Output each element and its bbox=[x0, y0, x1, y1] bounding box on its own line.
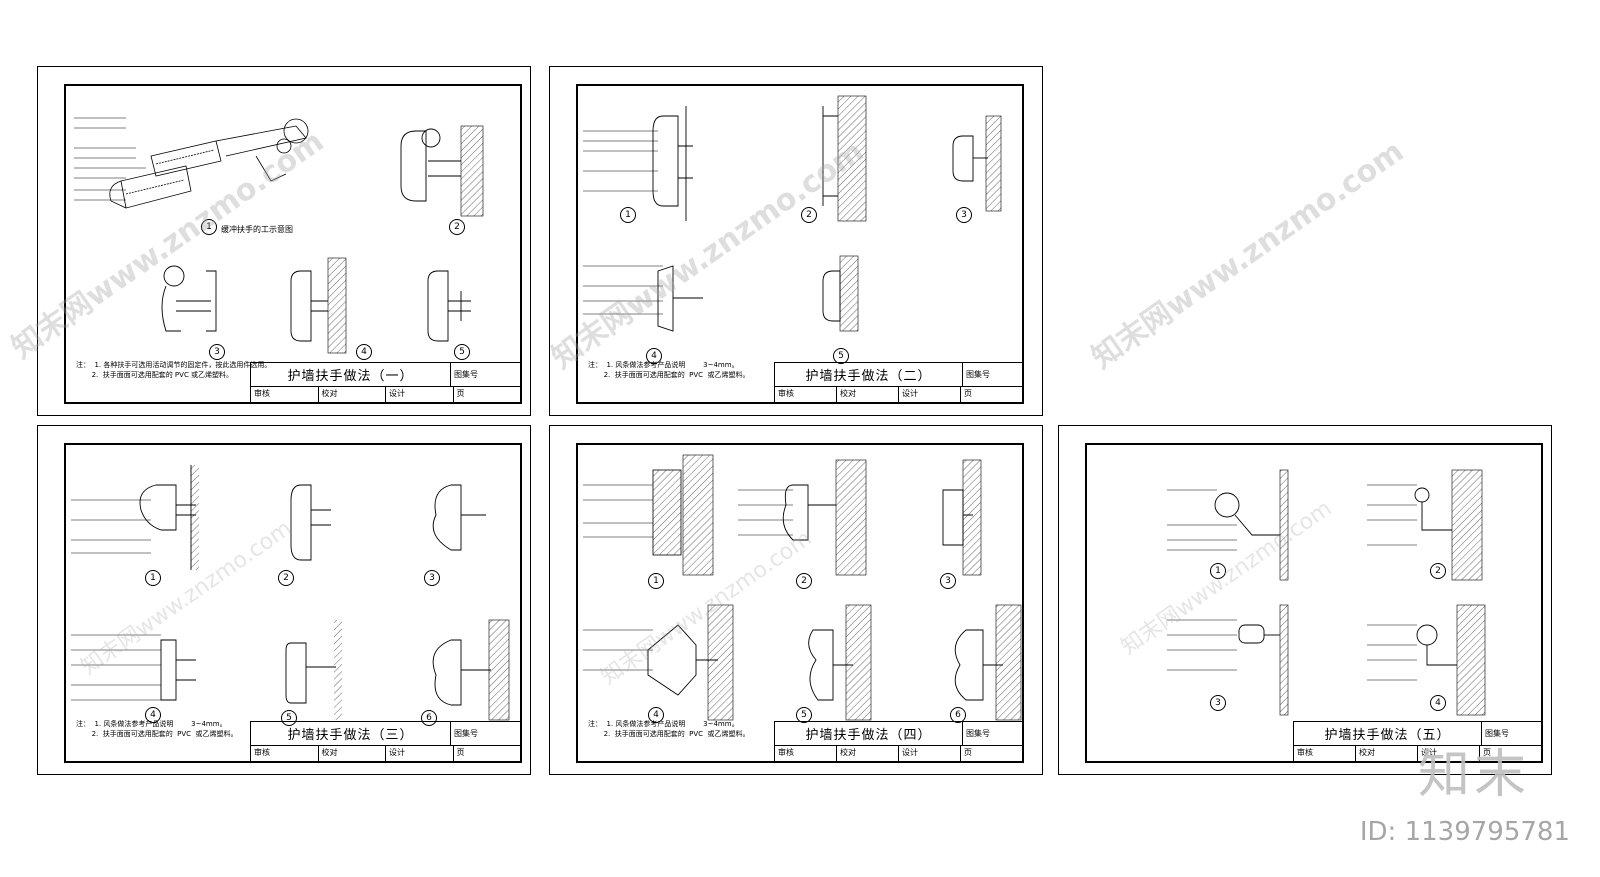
detail-number: 5 bbox=[454, 344, 470, 360]
detail-number: 3 bbox=[940, 573, 956, 589]
sign-cell: 设计 bbox=[386, 386, 454, 402]
sheet-notes: 注： 1. 风条做法参考产品说明 3~4mm。 2. 扶手面面可选用配套的 PV… bbox=[588, 720, 750, 738]
detail-drawings bbox=[71, 465, 510, 721]
detail-number: 6 bbox=[421, 710, 437, 726]
image-id-label: ID: 1139795781 bbox=[1359, 817, 1570, 847]
detail-number: 5 bbox=[796, 707, 812, 723]
signature-row: 审核 校对 设计 页 bbox=[1294, 745, 1541, 761]
sign-cell: 页 bbox=[964, 748, 972, 757]
sign-cell: 审核 bbox=[775, 386, 837, 402]
sheet-title: 护墙扶手做法（三） bbox=[251, 722, 451, 746]
sheet-title: 护墙扶手做法（四） bbox=[775, 722, 963, 746]
detail-number: 3 bbox=[424, 570, 440, 586]
title-block: 护墙扶手做法（五） 图集号 审核 校对 设计 页 bbox=[1293, 721, 1541, 761]
detail-number: 1 bbox=[1210, 563, 1226, 579]
detail-number: 4 bbox=[648, 707, 664, 723]
signature-row: 审核 校对 设计 页 bbox=[775, 745, 1022, 761]
sign-cell: 校对 bbox=[837, 745, 899, 761]
sign-cell: 设计 bbox=[899, 745, 961, 761]
detail-caption: 缓冲扶手的工示意图 bbox=[221, 225, 293, 234]
drawing-sheet-2: 1 2 3 4 5 注： 1. 风条做法参考产品说明 3~4mm。 2. 扶手面… bbox=[549, 66, 1043, 416]
detail-drawings bbox=[74, 117, 484, 354]
detail-number: 4 bbox=[1430, 695, 1446, 711]
sign-cell: 校对 bbox=[1356, 745, 1418, 761]
detail-drawings bbox=[583, 454, 1022, 721]
sheet-notes: 注： 1. 风条做法参考产品说明 3~4mm。 2. 扶手面面可选用配套的 PV… bbox=[76, 720, 238, 738]
drawing-number-label: 图集号 bbox=[1482, 722, 1541, 746]
detail-number: 3 bbox=[1210, 695, 1226, 711]
sign-cell: 页 bbox=[456, 748, 465, 757]
drawing-number-label: 图集号 bbox=[963, 363, 1022, 387]
sign-cell: 页 bbox=[456, 389, 465, 398]
detail-number: 4 bbox=[646, 348, 662, 364]
watermark-text: 知末网www.znzmo.com bbox=[1085, 133, 1411, 376]
drawing-sheet-4: 1 2 3 4 5 6 注： 1. 风条做法参考产品说明 3~4mm。 2. 扶… bbox=[549, 425, 1043, 775]
detail-number: 1 bbox=[648, 573, 664, 589]
drawing-number-label: 图集号 bbox=[451, 722, 520, 746]
detail-number: 1 bbox=[620, 207, 636, 223]
signature-row: 审核 校对 设计 页 bbox=[251, 745, 520, 761]
detail-number: 2 bbox=[801, 207, 817, 223]
sheet-title: 护墙扶手做法（一） bbox=[251, 363, 451, 387]
sign-cell: 页 bbox=[1483, 748, 1491, 757]
detail-number: 6 bbox=[950, 707, 966, 723]
detail-number: 4 bbox=[145, 707, 161, 723]
detail-drawings bbox=[1167, 469, 1486, 716]
drawing-number-label: 图集号 bbox=[963, 722, 1022, 746]
title-block: 护墙扶手做法（二） 图集号 审核 校对 设计 页 bbox=[774, 362, 1022, 402]
detail-number: 2 bbox=[1430, 563, 1446, 579]
sheet-notes: 注： 1. 风条做法参考产品说明 3~4mm。 2. 扶手面面可选用配套的 PV… bbox=[588, 361, 750, 379]
detail-number: 3 bbox=[209, 344, 225, 360]
detail-number: 5 bbox=[833, 348, 849, 364]
title-block: 护墙扶手做法（三） 图集号 审核 校对 设计 页 bbox=[250, 721, 520, 761]
sign-cell: 校对 bbox=[319, 386, 386, 402]
sign-cell: 设计 bbox=[899, 386, 961, 402]
sign-cell: 校对 bbox=[319, 745, 386, 761]
title-block: 护墙扶手做法（四） 图集号 审核 校对 设计 页 bbox=[774, 721, 1022, 761]
detail-number: 1 bbox=[145, 570, 161, 586]
sheet-frame: 1 2 3 4 5 6 注： 1. 风条做法参考产品说明 3~4mm。 2. 扶… bbox=[64, 443, 522, 763]
signature-row: 审核 校对 设计 页 bbox=[775, 386, 1022, 402]
detail-number: 2 bbox=[278, 570, 294, 586]
drawing-number-label: 图集号 bbox=[451, 363, 520, 387]
sign-cell: 审核 bbox=[775, 745, 837, 761]
drawing-sheet-3: 1 2 3 4 5 6 注： 1. 风条做法参考产品说明 3~4mm。 2. 扶… bbox=[37, 425, 531, 775]
sheet-title: 护墙扶手做法（二） bbox=[775, 363, 963, 387]
drawing-sheet-5: 1 2 3 4 护墙扶手做法（五） 图集号 审核 校对 设计 页 bbox=[1058, 425, 1552, 775]
sign-cell: 审核 bbox=[251, 386, 319, 402]
title-block: 护墙扶手做法（一） 图集号 审核 校对 设计 页 bbox=[250, 362, 520, 402]
sheet-title: 护墙扶手做法（五） bbox=[1294, 722, 1482, 746]
sheet-frame: 1 2 3 4 护墙扶手做法（五） 图集号 审核 校对 设计 页 bbox=[1085, 443, 1543, 763]
detail-number: 4 bbox=[356, 344, 372, 360]
sign-cell: 设计 bbox=[386, 745, 454, 761]
sheet-notes: 注： 1. 各种扶手可选用活动调节的固定件，按此选用件选用。 2. 扶手面面可选… bbox=[76, 361, 272, 379]
detail-number: 2 bbox=[449, 219, 465, 235]
sheet-frame: 缓冲扶手的工示意图 1 2 3 4 5 注： 1. 各种扶手可选用活动调节的固定… bbox=[64, 84, 522, 404]
sign-cell: 审核 bbox=[1294, 745, 1356, 761]
drawing-sheet-1: 缓冲扶手的工示意图 1 2 3 4 5 注： 1. 各种扶手可选用活动调节的固定… bbox=[37, 66, 531, 416]
signature-row: 审核 校对 设计 页 bbox=[251, 386, 520, 402]
brand-logo: 知末 bbox=[1417, 745, 1530, 805]
detail-number: 1 bbox=[201, 219, 217, 235]
detail-drawings bbox=[583, 95, 1002, 332]
detail-number: 2 bbox=[796, 573, 812, 589]
sheet-frame: 1 2 3 4 5 6 注： 1. 风条做法参考产品说明 3~4mm。 2. 扶… bbox=[576, 443, 1024, 763]
detail-number: 5 bbox=[281, 710, 297, 726]
sign-cell: 设计 bbox=[1418, 745, 1480, 761]
sign-cell: 校对 bbox=[837, 386, 899, 402]
detail-number: 3 bbox=[956, 207, 972, 223]
sheet-frame: 1 2 3 4 5 注： 1. 风条做法参考产品说明 3~4mm。 2. 扶手面… bbox=[576, 84, 1024, 404]
sign-cell: 页 bbox=[964, 389, 972, 398]
sign-cell: 审核 bbox=[251, 745, 319, 761]
